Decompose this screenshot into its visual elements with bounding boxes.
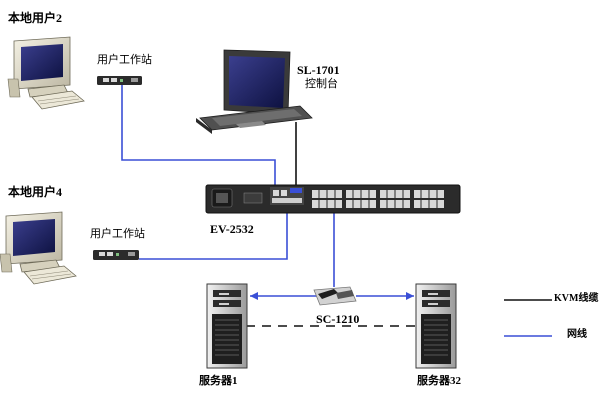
console-model-label: SL-1701 (297, 63, 340, 77)
pc-icon (0, 211, 77, 285)
workstation-bottom-label: 用户工作站 (90, 228, 145, 240)
kvm-switch-icon (205, 184, 461, 214)
legend (504, 299, 552, 337)
arrowhead-right (406, 292, 414, 300)
workstation-device-icon (93, 250, 139, 260)
network-cables (121, 85, 414, 300)
local-user-2-label: 本地用户2 (8, 11, 63, 25)
server-32-label: 服务器32 (417, 375, 461, 387)
local-user-4-label: 本地用户4 (8, 185, 63, 199)
arrowhead-left (250, 292, 258, 300)
server-icon (415, 283, 457, 369)
switch-model-label: EV-2532 (210, 222, 254, 236)
network-cable-workstation-top (121, 85, 276, 192)
cable-adapter-icon (313, 286, 357, 306)
workstation-device-icon (97, 76, 142, 85)
lcd-console-icon (196, 49, 313, 134)
legend-network-label: 网线 (567, 329, 587, 340)
server-1-label: 服务器1 (199, 375, 238, 387)
workstation-top-label: 用户工作站 (97, 54, 152, 66)
pc-icon (7, 36, 85, 110)
network-cable-workstation-bottom (139, 208, 288, 260)
adapter-model-label: SC-1210 (316, 312, 360, 326)
kvm-cables (246, 122, 416, 327)
legend-kvm-label: KVM线缆 (554, 293, 599, 304)
console-desc-label: 控制台 (305, 78, 338, 90)
server-icon (206, 283, 248, 369)
